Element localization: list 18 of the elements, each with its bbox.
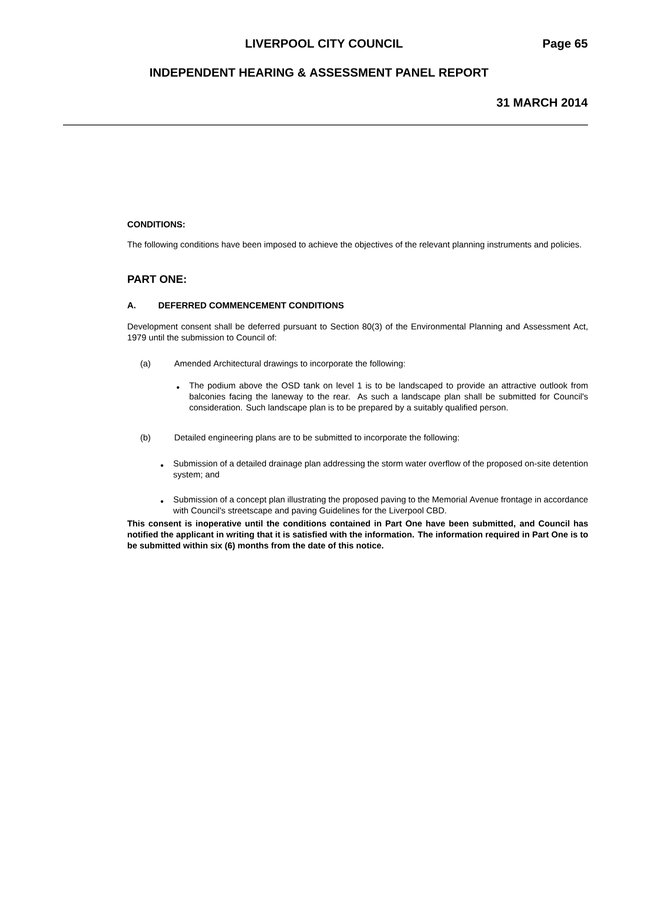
section-heading: DEFERRED COMMENCEMENT CONDITIONS: [158, 302, 344, 308]
report-title: INDEPENDENT HEARING & ASSESSMENT PANEL REPORT: [150, 68, 488, 77]
bullet-text: Submission of a concept plan illustrating the proposed paving to the Memorial Avenue frontage in accordance with Council's streetscape and paving Guidelines for the Liverpool CBD.: [173, 496, 588, 516]
report-date: 31 MARCH 2014: [496, 98, 588, 107]
item-letter: (a): [140, 360, 150, 368]
paragraph: Amended Architectural drawings to incorporate the following:: [174, 360, 405, 368]
item-letter: (b): [140, 434, 150, 442]
page-header: LIVERPOOL CITY COUNCIL: [246, 39, 403, 48]
item-letter: A.: [127, 302, 136, 308]
bullet-text: Submission of a detailed drainage plan addressing the storm water overflow of the proposed on-site detention system; and: [173, 460, 588, 480]
notice-paragraph: This consent is inoperative until the conditions contained in Part One have been submitted, and Council has notified the applicant in writing that it is satisfied with the information. The information required in Part One is to be submitted within six (6) months from the date of this notice.: [127, 520, 588, 550]
bullet-text: The podium above the OSD tank on level 1 is to be landscaped to provide an attractive outlook from balconies facing the laneway to the rear. As such a landscape plan shall be submitted for Council's consideration. Such landscape plan is to be prepared by a suitably qualified person.: [189, 382, 588, 412]
page-number: Page 65: [543, 39, 588, 50]
paragraph: Detailed engineering plans are to be submitted to incorporate the following:: [174, 434, 459, 442]
paragraph: Development consent shall be deferred pursuant to Section 80(3) of the Environmental Planning and Assessment Act, 1979 until the submission to Council of:: [128, 323, 588, 340]
part-heading: PART ONE:: [128, 275, 186, 283]
paragraph: The following conditions have been imposed to achieve the objectives of the relevant planning instruments and policies.: [127, 241, 581, 250]
section-heading: CONDITIONS:: [128, 221, 185, 228]
